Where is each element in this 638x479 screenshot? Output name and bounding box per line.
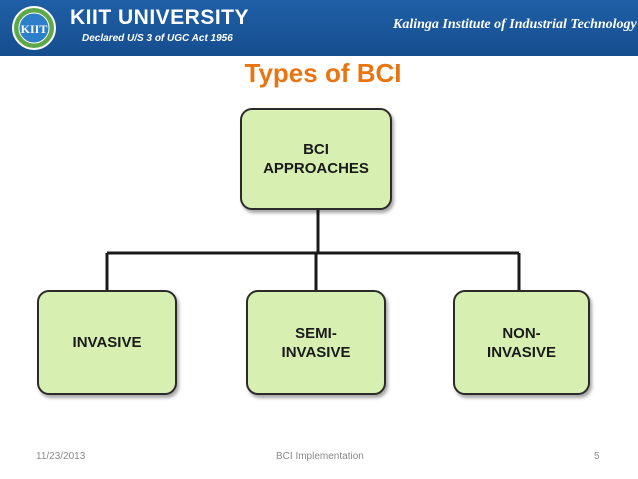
institute-name: Kalinga Institute of Industrial Technolo… <box>393 17 637 32</box>
slide-title-text: Types of BCI <box>244 58 402 88</box>
node-label: INVASIVE <box>72 334 142 351</box>
node-non-invasive: NON- INVASIVE <box>453 290 590 395</box>
footer-page-number: 5 <box>594 451 600 462</box>
node-label: NON- INVASIVE <box>487 324 556 361</box>
logo-text: KIIT <box>21 22 48 36</box>
footer-title: BCI Implementation <box>276 451 364 462</box>
node-bci-approaches: BCI APPROACHES <box>240 108 392 210</box>
header-banner: KIIT KIIT UNIVERSITY Declared U/S 3 of U… <box>0 0 638 56</box>
slide-title: Types of BCI <box>0 58 638 89</box>
footer-date: 11/23/2013 <box>36 451 86 462</box>
node-invasive: INVASIVE <box>37 290 177 395</box>
node-semi-invasive: SEMI- INVASIVE <box>246 290 386 395</box>
kiit-logo-icon: KIIT <box>12 6 56 50</box>
university-name: KIIT UNIVERSITY <box>70 6 250 29</box>
node-label: BCI APPROACHES <box>263 141 369 177</box>
university-declaration: Declared U/S 3 of UGC Act 1956 <box>82 33 233 44</box>
node-label: SEMI- INVASIVE <box>281 324 351 361</box>
